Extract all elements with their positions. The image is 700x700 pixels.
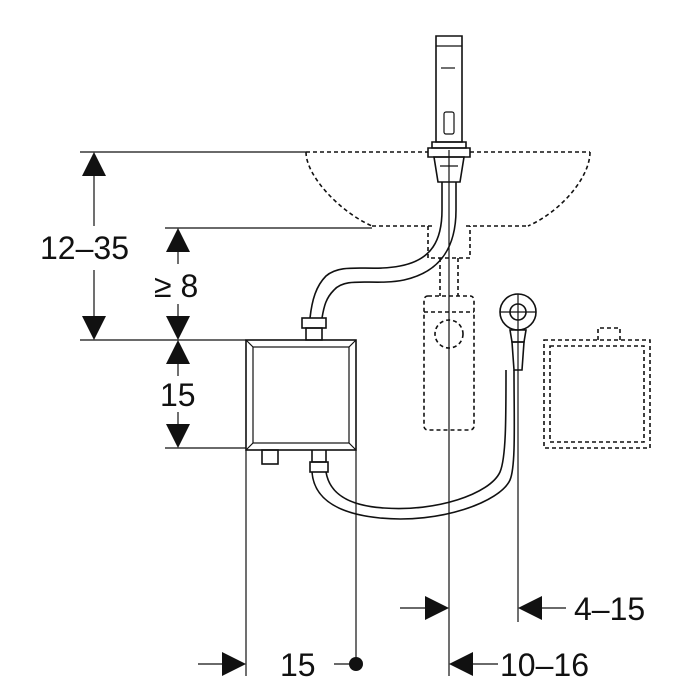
wash-basin [305, 151, 591, 259]
label-overall-height: 12–35 [40, 230, 129, 266]
control-box [245, 339, 357, 473]
supply-hose-lower [311, 369, 516, 520]
label-box-height: 15 [160, 377, 196, 413]
dimension-min-clearance [166, 228, 190, 340]
secondary-unit [543, 327, 651, 449]
label-spout-offset: 10–16 [500, 647, 589, 683]
dimension-valve-offset [400, 596, 566, 620]
dimension-spout-offset [449, 652, 498, 676]
supply-hose-upper [301, 182, 457, 341]
label-box-width: 15 [280, 647, 316, 683]
extension-lines [80, 150, 519, 676]
dimension-box-height [166, 340, 190, 448]
dimension-overall-height [82, 152, 106, 340]
label-valve-offset: 4–15 [574, 591, 645, 627]
label-min-clearance: ≥ 8 [154, 268, 198, 304]
faucet [427, 35, 471, 183]
dimension-box-width [198, 652, 363, 676]
